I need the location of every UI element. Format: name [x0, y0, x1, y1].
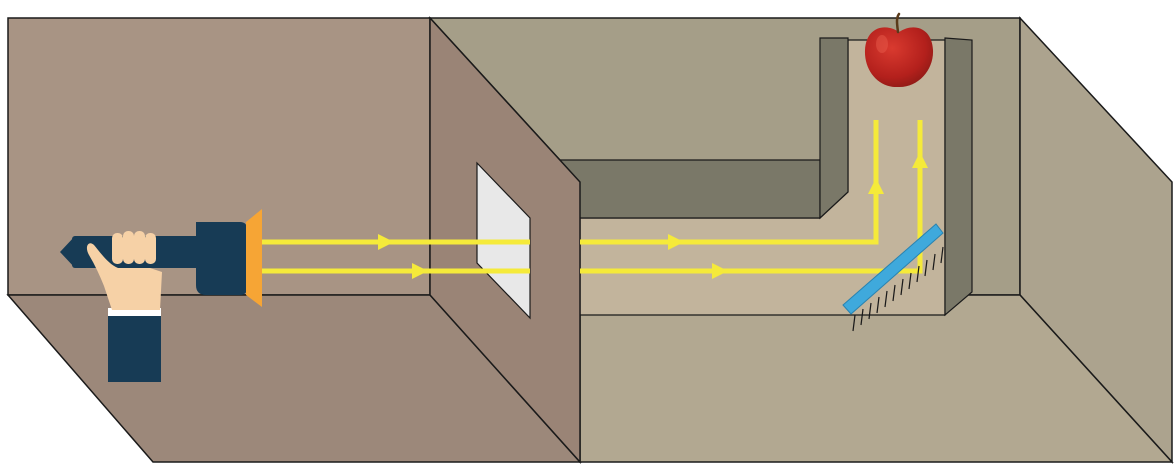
mirror-surface [842, 223, 944, 315]
hand-fingers [112, 231, 156, 264]
hand-holding-torch-icon [60, 209, 262, 382]
cuff [108, 308, 161, 316]
torch-lens [246, 209, 262, 307]
hand-palm [86, 243, 162, 310]
mirror-hatching [852, 246, 944, 332]
light-ray-arrow-icon [668, 234, 684, 250]
corridor-vertical-wall-left [819, 37, 849, 220]
light-ray-arrow-icon [868, 178, 884, 194]
ray-arrows [378, 152, 928, 279]
apple-icon [864, 12, 934, 88]
lower-ray-right-path [580, 120, 923, 274]
light-ray-arrow-icon [912, 152, 928, 168]
apple-highlight [876, 35, 888, 53]
torch-tip [60, 236, 75, 268]
plane-mirror-icon [842, 223, 944, 332]
light-ray-arrow-icon [712, 263, 728, 279]
torch-head [196, 222, 247, 295]
corridor-vertical-wall-right [944, 37, 973, 317]
corridor-horizontal-wall [557, 159, 821, 219]
apple-stem [895, 12, 901, 34]
sleeve [108, 312, 161, 382]
light-ray-arrow-icon [378, 234, 394, 250]
light-ray-arrow-icon [412, 263, 428, 279]
